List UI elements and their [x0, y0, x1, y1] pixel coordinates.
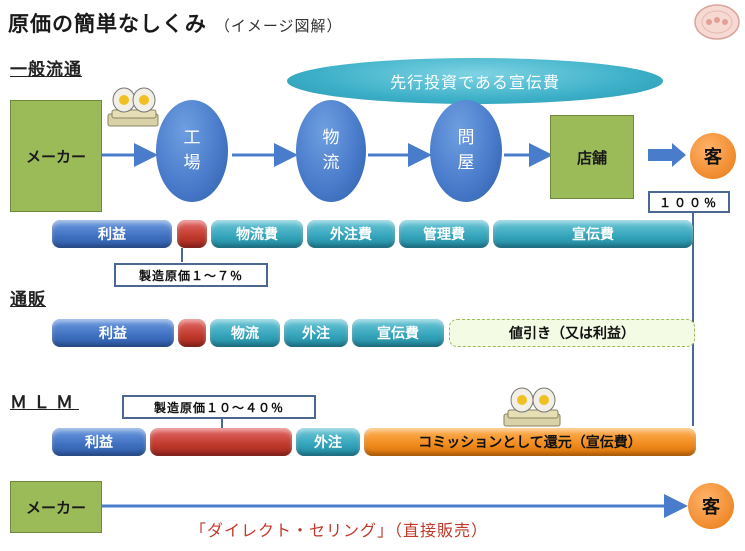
row3-cost-note-text: 製造原価１０〜４０％ [153, 400, 284, 415]
row2-outsourcing: 外注 [284, 319, 348, 347]
row1-management-cost-label: 管理費 [423, 227, 465, 243]
arrow-store-customer [648, 143, 686, 167]
row3-outsourcing: 外注 [296, 428, 360, 456]
section-general: 一般流通 [10, 60, 82, 80]
row1-management-cost: 管理費 [399, 220, 489, 248]
wholesaler-node: 問 屋 [430, 100, 502, 202]
bottom-maker-box: メーカー [10, 481, 102, 533]
row2-advertising-cost-label: 宣伝費 [377, 326, 419, 342]
row1-cost-note: 製造原価１〜７％ [114, 263, 268, 287]
banner-text: 先行投資である宣伝費 [390, 73, 560, 92]
row3-commission-label: コミッションとして還元（宣伝費） [418, 435, 642, 451]
factory-label: 工 場 [183, 127, 201, 174]
row3-commission: コミッションとして還元（宣伝費） [364, 428, 696, 456]
percent-label: １００％ [648, 191, 730, 213]
advertising-banner: 先行投資である宣伝費 [287, 58, 663, 104]
subtitle-text: （イメージ図解） [214, 17, 343, 35]
row2-profit-label: 利益 [99, 326, 127, 342]
customer-label: 客 [704, 147, 722, 168]
section-mail-order: 通販 [10, 290, 46, 310]
row1-profit: 利益 [52, 220, 172, 248]
title-text: 原価の簡単なしくみ [8, 12, 207, 36]
bottom-customer-node: 客 [688, 483, 734, 529]
row2-outsourcing-label: 外注 [302, 326, 330, 342]
row1-logistics-cost-label: 物流費 [236, 227, 278, 243]
row2-discount: 値引き（又は利益） [449, 319, 695, 347]
logistics-node: 物 流 [296, 100, 366, 202]
direct-selling-caption: 「ダイレクト・セリング」（直接販売） [190, 521, 489, 540]
row1-cost-note-text: 製造原価１〜７％ [138, 268, 243, 283]
section-mlm: ＭＬＭ [10, 393, 79, 413]
maker-box: メーカー [10, 100, 102, 212]
logo-icon [692, 0, 742, 44]
factory-node: 工 場 [156, 100, 228, 202]
bottom-customer-label: 客 [702, 497, 720, 518]
row1-advertising-cost: 宣伝費 [493, 220, 693, 248]
logistics-label: 物 流 [322, 127, 340, 174]
row1-profit-label: 利益 [98, 227, 126, 243]
row2-logistics-label: 物流 [231, 326, 259, 342]
store-label: 店舗 [576, 148, 607, 167]
page-title: 原価の簡単なしくみ （イメージ図解） [8, 8, 343, 38]
row3-manufacturing-cost [150, 428, 292, 456]
row1-outsourcing-cost-label: 外注費 [330, 227, 372, 243]
row1-advertising-cost-label: 宣伝費 [572, 227, 614, 243]
row3-profit-label: 利益 [85, 435, 113, 451]
row1-outsourcing-cost: 外注費 [307, 220, 395, 248]
row3-profit: 利益 [52, 428, 146, 456]
wholesaler-label: 問 屋 [457, 127, 475, 174]
row2-logistics: 物流 [210, 319, 280, 347]
money-bag-icon-2 [500, 382, 566, 430]
maker-label: メーカー [25, 147, 86, 166]
customer-node: 客 [690, 133, 736, 179]
row1-logistics-cost: 物流費 [211, 220, 303, 248]
percent-text: １００％ [658, 195, 719, 210]
row3-cost-note: 製造原価１０〜４０％ [122, 395, 316, 419]
row2-manufacturing-cost [178, 319, 206, 347]
row2-discount-label: 値引き（又は利益） [509, 326, 635, 342]
money-bag-icon [104, 80, 164, 130]
row3-outsourcing-label: 外注 [314, 435, 342, 451]
row2-profit: 利益 [52, 319, 174, 347]
bottom-maker-label: メーカー [25, 498, 86, 517]
row1-manufacturing-cost [177, 220, 207, 248]
store-box: 店舗 [550, 115, 634, 199]
row2-advertising-cost: 宣伝費 [352, 319, 444, 347]
